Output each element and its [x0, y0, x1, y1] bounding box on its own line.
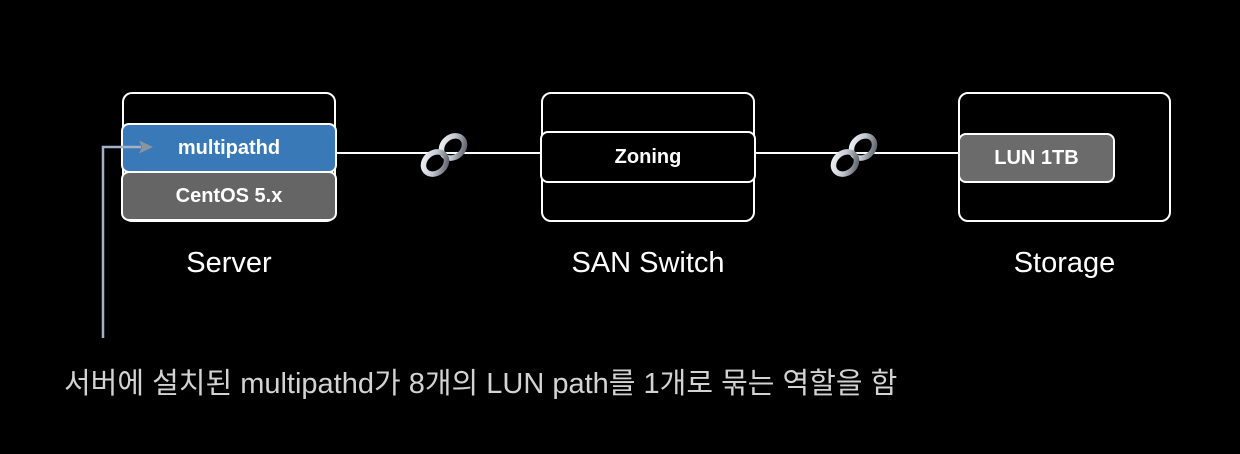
caption-text: 서버에 설치된 multipathd가 8개의 LUN path를 1개로 묶는… [64, 368, 898, 400]
server-title: Server [186, 247, 272, 279]
chain-link-icon [830, 133, 878, 177]
chain-link-icon [420, 133, 468, 177]
zoning-box: Zoning [540, 131, 756, 183]
multipathd-label: multipathd [177, 136, 281, 159]
centos-bar: CentOS 5.x [121, 171, 337, 221]
annotation-pointer-arrow [101, 140, 153, 338]
arrow-right-icon [139, 140, 153, 154]
san-switch-title: SAN Switch [571, 247, 725, 279]
centos-label: CentOS 5.x [175, 184, 283, 207]
lun-label: LUN 1TB [994, 146, 1079, 169]
zoning-label: Zoning [614, 145, 682, 168]
lun-box: LUN 1TB [958, 133, 1115, 183]
storage-title: Storage [1013, 247, 1116, 279]
